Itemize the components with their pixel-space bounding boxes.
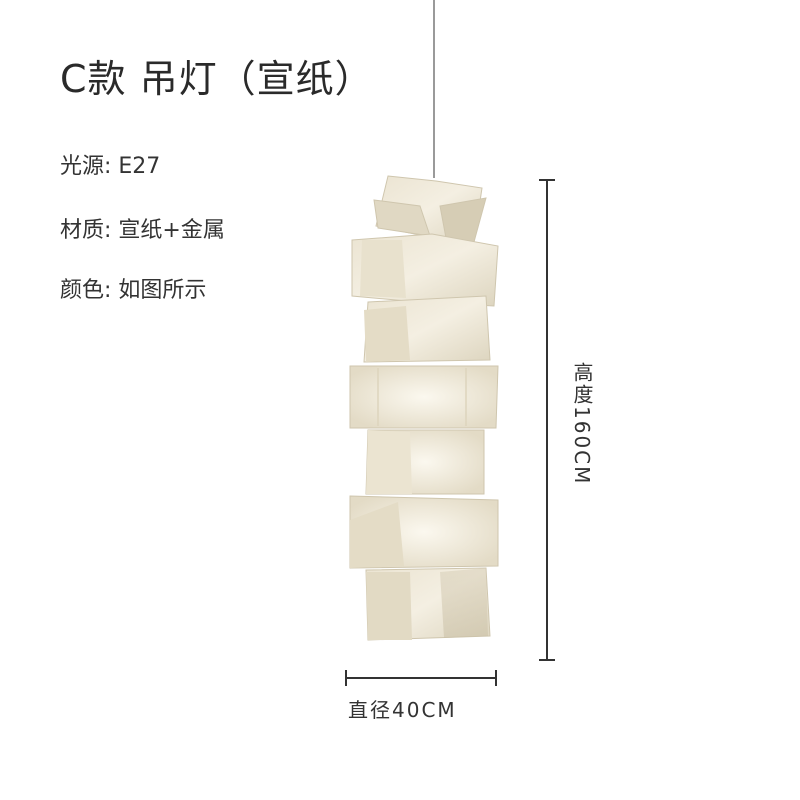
height-dimension-cap-bottom (539, 659, 555, 661)
lamp-segment-4 (349, 365, 499, 429)
spec-material: 材质: 宣纸+金属 (60, 218, 225, 243)
lamp-segment-7 (365, 567, 491, 641)
spec-color: 颜色: 如图所示 (60, 278, 207, 303)
lamp-segment-2 (351, 233, 499, 307)
height-dimension-line (546, 180, 548, 660)
product-title: C款 吊灯（宣纸） (60, 57, 374, 101)
width-dimension-line (346, 677, 496, 679)
width-dimension-cap-right (495, 670, 497, 686)
lamp-segment-5 (365, 429, 485, 495)
lamp-segment-6 (349, 495, 499, 569)
suspension-wire (433, 0, 435, 178)
lamp-segment-1 (373, 175, 487, 243)
spec-light-source: 光源: E27 (60, 154, 161, 179)
height-label: 高度160CM (570, 362, 594, 486)
width-label: 直径40CM (348, 698, 457, 722)
lamp-segment-3 (363, 295, 491, 363)
